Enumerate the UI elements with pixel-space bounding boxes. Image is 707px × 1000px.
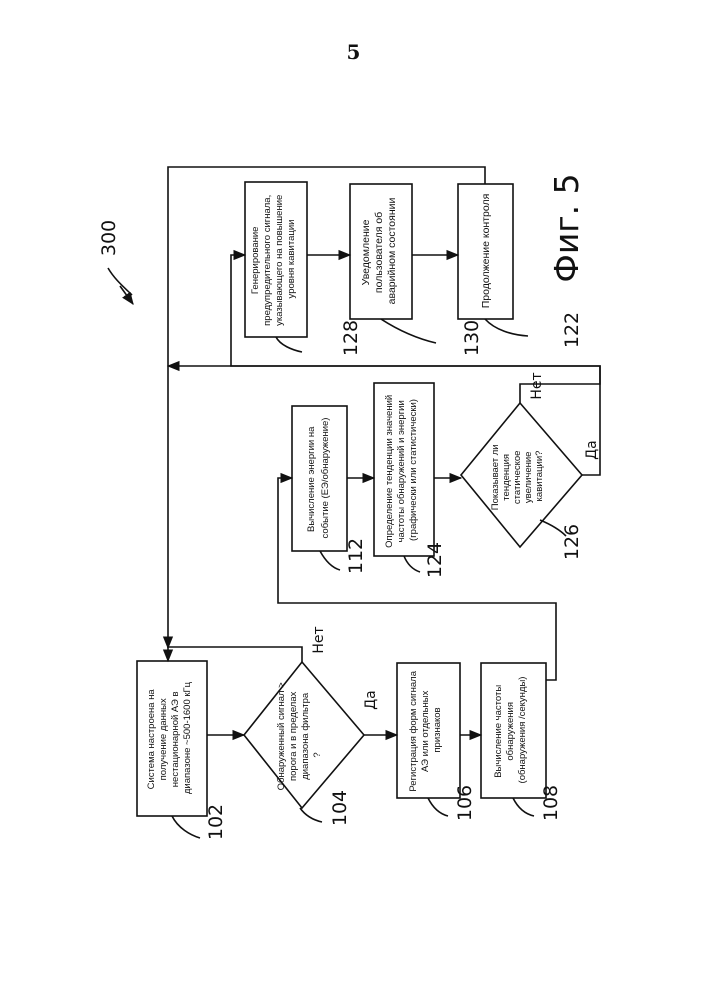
- leader-300: [108, 268, 132, 295]
- text-122: Продолжение контроля: [480, 194, 492, 309]
- leader-124: [404, 556, 420, 572]
- ref-108: 108: [540, 785, 562, 821]
- leader-104: [300, 808, 322, 822]
- text-126: Показывает ли тенденция статическое увел…: [490, 442, 545, 511]
- text-124: Определение тенденции значений частоты о…: [384, 392, 419, 548]
- arrow-104-no-loop: [168, 647, 302, 662]
- leader-128: [276, 337, 302, 352]
- leader-102: [172, 816, 200, 838]
- ref-126: 126: [561, 524, 583, 560]
- label-no-104: Нет: [311, 626, 327, 653]
- ref-130: 130: [461, 320, 483, 356]
- ref-128: 128: [340, 320, 362, 356]
- label-yes-126: Да: [584, 440, 600, 460]
- ref-106: 106: [454, 785, 476, 821]
- label-no-126: Нет: [529, 372, 545, 399]
- leader-122: [485, 319, 528, 336]
- figure-caption: Фиг. 5: [547, 173, 586, 282]
- leader-108: [513, 798, 534, 816]
- figure-number: 300: [98, 220, 120, 256]
- ref-122: 122: [561, 312, 583, 348]
- ref-102: 102: [205, 804, 227, 840]
- leader-106: [428, 798, 448, 816]
- text-102: Система настроена на получение данных не…: [146, 681, 193, 794]
- ref-104: 104: [329, 790, 351, 826]
- label-yes-104: Да: [363, 690, 379, 710]
- ref-112: 112: [345, 538, 367, 574]
- ref-124: 124: [424, 542, 446, 578]
- leader-112: [320, 551, 340, 570]
- leader-130: [381, 319, 436, 343]
